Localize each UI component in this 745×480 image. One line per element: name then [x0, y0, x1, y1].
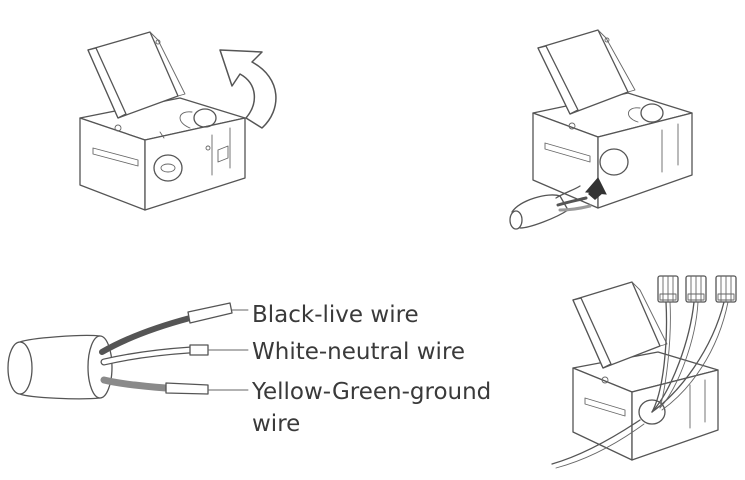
cable-sheath	[7, 334, 113, 400]
insert-cable-arrow-icon	[584, 177, 607, 200]
step2-insert-cable	[509, 29, 693, 230]
white-neutral-wire-label: White-neutral wire	[252, 339, 465, 365]
wire-connector-icon	[685, 275, 707, 303]
ground-wire-label-line1: Yellow-Green-ground	[251, 379, 491, 405]
junction-box-body	[572, 351, 719, 461]
wire-connector-icon	[715, 275, 737, 303]
junction-box-lid	[572, 281, 668, 384]
black-live-wire-label: Black-live wire	[252, 302, 419, 328]
junction-box-body	[79, 97, 246, 211]
wire-connector-icon	[657, 275, 679, 303]
junction-box-lid	[537, 29, 636, 130]
black-live-wire	[99, 302, 233, 355]
ground-wire	[100, 376, 209, 395]
step4-connected-wires	[551, 275, 737, 469]
white-neutral-wire	[100, 344, 209, 366]
step1-open-junction-box	[79, 31, 277, 211]
step3-wire-identification: Black-live wire White-neutral wire Yello…	[7, 302, 491, 437]
open-lid-arrow-icon	[219, 49, 277, 129]
nm-cable	[509, 185, 592, 230]
ground-wire-label-line2: wire	[252, 411, 300, 437]
junction-box-lid	[87, 31, 186, 132]
junction-box-body	[532, 92, 693, 209]
connected-wires	[551, 301, 729, 469]
